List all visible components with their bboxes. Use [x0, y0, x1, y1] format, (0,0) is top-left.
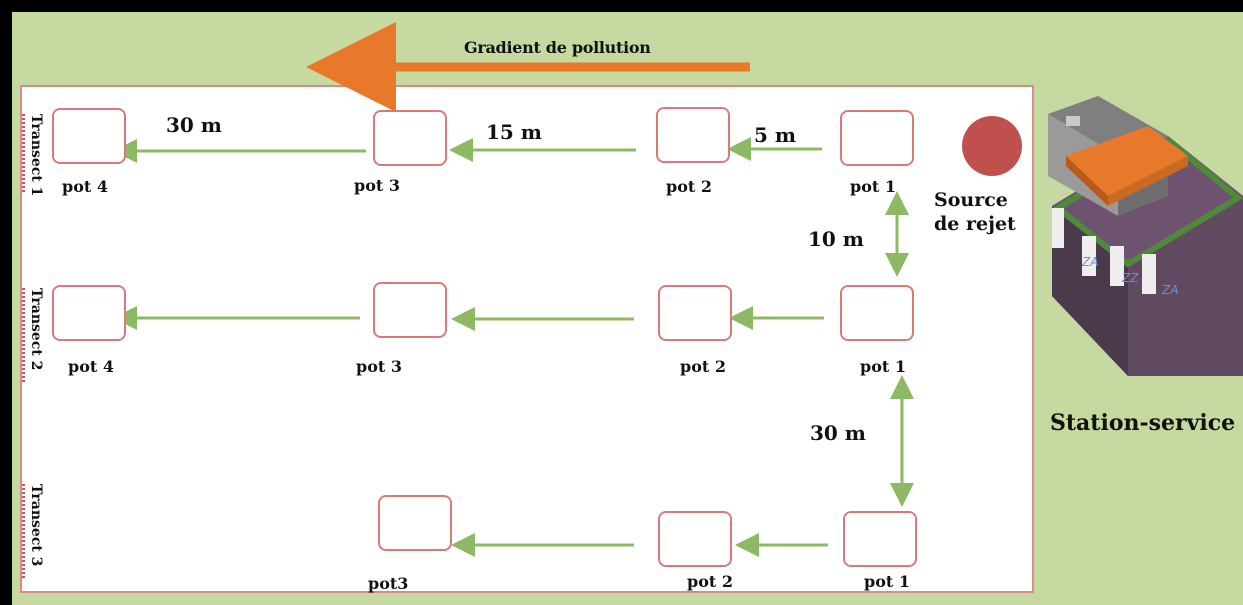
fuel-pump	[1082, 236, 1096, 276]
pot-label: pot 2	[687, 572, 733, 591]
distance-label-10m: 10 m	[808, 227, 864, 251]
source-label-line1: Source	[934, 189, 1008, 211]
pot-r1-1	[840, 110, 914, 166]
source-label-line2: de rejet	[934, 213, 1016, 235]
pot-r3-3	[378, 495, 452, 551]
pot-r3-1	[843, 511, 917, 567]
pollution-source-dot	[962, 116, 1022, 176]
svg-text:ZA: ZA	[1161, 283, 1178, 297]
transect-3-label: Transect 3	[28, 484, 44, 567]
transect-1-label: Transect 1	[28, 114, 44, 197]
distance-label-30m-vertical: 30 m	[810, 421, 866, 445]
pot-label: pot 2	[680, 357, 726, 376]
distance-label-30m: 30 m	[166, 113, 222, 137]
fuel-pump	[1110, 246, 1124, 286]
transect-1-marker	[22, 114, 25, 192]
distance-label-15m: 15 m	[486, 120, 542, 144]
pot-r2-1	[840, 285, 914, 341]
station-canopy	[1066, 126, 1188, 196]
source-label: Source de rejet	[934, 188, 1016, 236]
svg-text:ZA: ZA	[1081, 255, 1098, 269]
pot-r2-3	[373, 282, 447, 338]
pot-r1-3	[373, 110, 447, 166]
pot-label: pot 3	[354, 176, 400, 195]
pot-r2-2	[658, 285, 732, 341]
gas-station-illustration: ZA ZZ ZA	[1048, 96, 1243, 376]
pot-label: pot 1	[864, 572, 910, 591]
station-service-label: Station-service	[1050, 410, 1236, 436]
pot-r2-4	[52, 285, 126, 341]
pot-label: pot 3	[356, 357, 402, 376]
pot-r3-2	[658, 511, 732, 567]
pot-label: pot 2	[666, 177, 712, 196]
pot-r1-2	[656, 107, 730, 163]
gradient-title: Gradient de pollution	[464, 38, 651, 57]
pot-label: pot3	[368, 574, 409, 593]
pot-r1-4	[52, 108, 126, 164]
fuel-pump	[1142, 254, 1156, 294]
transect-2-marker	[22, 288, 25, 384]
pot-label: pot 1	[860, 357, 906, 376]
pot-label: pot 1	[850, 177, 896, 196]
distance-label-5m: 5 m	[754, 123, 797, 147]
pot-label: pot 4	[62, 177, 108, 196]
svg-text:ZZ: ZZ	[1121, 271, 1139, 285]
pot-label: pot 4	[68, 357, 114, 376]
transect-2-label: Transect 2	[28, 288, 44, 371]
transect-3-marker	[22, 484, 25, 580]
